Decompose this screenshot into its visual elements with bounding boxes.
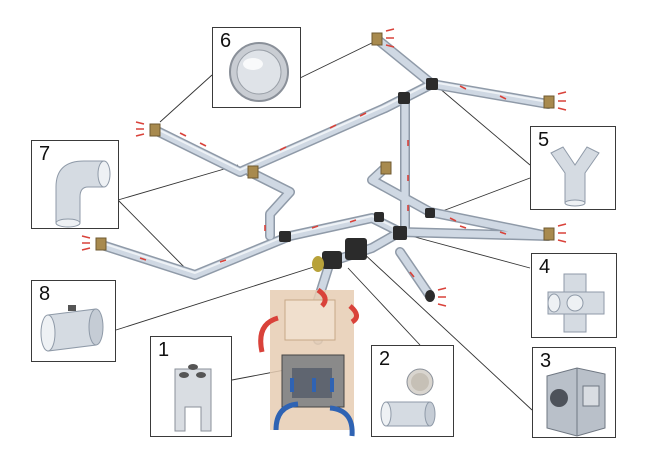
fireplace-hood [284,299,336,341]
leader-line-8 [115,264,321,331]
airflow-markers [139,85,507,278]
leader-line-4 [399,232,531,269]
y-branch-icon [550,146,600,207]
component-box-4: 4 [531,253,617,338]
component-box-5: 5 [530,126,616,210]
leader-line-6 [159,74,213,123]
component-number: 5 [538,129,550,151]
fireplace-cutaway [258,287,359,437]
component-box-6: 6 [212,27,301,108]
component-number: 3 [540,350,552,372]
junction-block [374,212,384,222]
component-box-3: 3 [532,347,616,438]
outlet-grille [543,91,567,111]
leader-line-6 [299,39,379,79]
component-number: 2 [379,348,391,370]
duct-inlet [312,256,324,272]
leader-line-7 [117,199,194,277]
leader-line-7 [117,164,239,201]
leader-line-5 [431,81,531,166]
component-box-7: 7 [31,140,119,229]
component-number: 4 [539,256,551,278]
outlet-grille [371,28,395,48]
filter-sleeve-icon [380,368,436,427]
fan-unit [345,238,367,260]
duct-end-cap [425,290,435,302]
outlet-grille [380,161,392,175]
component-box-8: 8 [31,280,116,362]
junction-block [398,92,410,104]
hot-air-arrow [348,304,359,325]
component-number: 7 [39,143,51,165]
round-vent-grille-icon [229,42,289,102]
component-box-1: 1 [150,336,232,437]
junction-block [279,231,291,242]
damper-valve-icon [40,305,104,352]
component-box-2: 2 [371,345,454,437]
cold-air-arrow [329,405,355,437]
leader-line-3 [359,249,533,411]
hot-air-arrow [316,287,328,308]
cold-air-arrow [273,401,299,431]
filter-unit [322,251,342,269]
cold-air-arrow [290,378,334,392]
junction-block [426,78,438,90]
junction-block [393,226,407,240]
outlet-grille [81,235,107,251]
outlet-grille [135,121,161,137]
leader-line-5 [431,177,531,216]
hot-air-arrow [258,315,279,353]
duct-junctions [279,78,438,302]
cross-junction-icon [547,273,605,333]
elbow-bend-icon [55,160,111,228]
leader-line-2 [347,267,421,346]
fan-box-icon [546,367,606,437]
component-number: 8 [39,283,51,305]
junction-block [425,208,435,218]
outlet-grille [437,287,447,307]
leader-lines [115,39,533,411]
fireplace-insert-icon [174,364,212,432]
duct-pipes [97,35,553,345]
outlet-grilles [81,28,567,307]
component-number: 6 [220,30,232,52]
outlet-grille [543,223,567,243]
component-number: 1 [158,339,170,361]
outlet-grille [247,165,259,179]
